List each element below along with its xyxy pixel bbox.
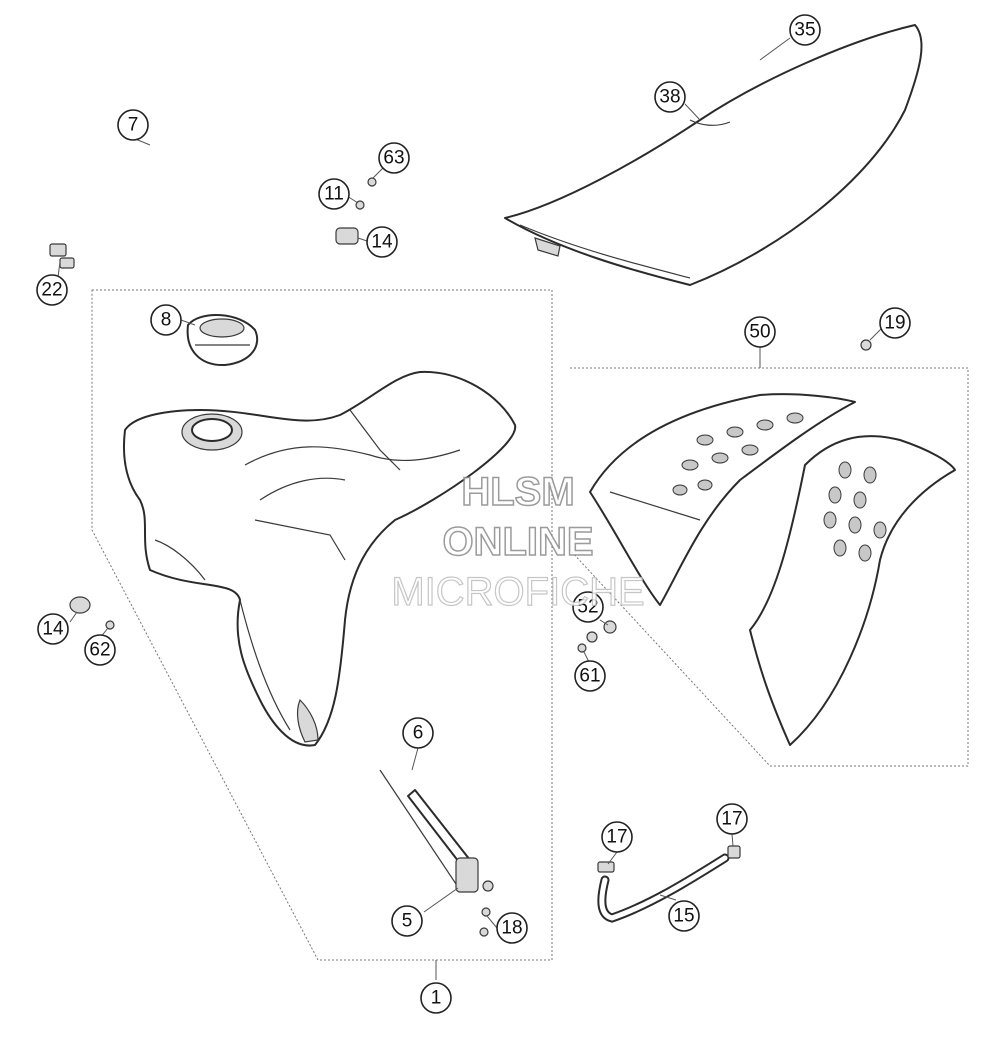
callout-50: 50 [744, 316, 776, 348]
svg-text:17: 17 [606, 827, 627, 848]
callout-35: 35 [789, 14, 821, 46]
svg-text:18: 18 [501, 918, 522, 939]
callout-17-left: 17 [601, 821, 633, 853]
callout-19: 19 [879, 307, 911, 339]
svg-text:14: 14 [371, 232, 393, 253]
callout-7: 7 [117, 109, 149, 141]
seat [504, 24, 923, 286]
callout-61: 61 [574, 660, 606, 692]
svg-text:35: 35 [794, 20, 815, 41]
svg-text:62: 62 [89, 640, 110, 661]
callout-14-left: 14 [37, 613, 69, 645]
fuel-tap-assembly [379, 769, 494, 937]
watermark-line-2: ONLINE [442, 520, 593, 564]
watermark: HLSM ONLINE MICROFICHE [391, 469, 646, 614]
callout-63: 63 [378, 142, 410, 174]
callout-62: 62 [84, 634, 116, 666]
fuel-tank [122, 370, 517, 747]
svg-text:22: 22 [41, 280, 62, 301]
callout-5: 5 [391, 905, 423, 937]
callout-18: 18 [496, 912, 528, 944]
callout-1: 1 [420, 982, 452, 1014]
svg-text:7: 7 [128, 115, 139, 136]
callout-38: 38 [654, 81, 686, 113]
hose-clip [49, 243, 75, 269]
svg-text:50: 50 [749, 322, 770, 343]
callout-52: 52 [572, 591, 604, 623]
svg-text:15: 15 [673, 906, 694, 927]
svg-text:6: 6 [413, 723, 424, 744]
svg-text:38: 38 [659, 87, 680, 108]
svg-text:14: 14 [42, 619, 64, 640]
svg-text:61: 61 [579, 666, 600, 687]
shroud-screw-and-collar [577, 620, 617, 653]
svg-text:1: 1 [431, 988, 442, 1009]
watermark-line-3: MICROFICHE [391, 570, 644, 614]
shroud-group-outline [569, 367, 969, 767]
callout-8: 8 [150, 304, 182, 336]
bushing-and-screw-left [69, 596, 115, 630]
left-radiator-shroud [589, 393, 856, 606]
svg-text:8: 8 [161, 310, 172, 331]
fuel-hose [597, 845, 741, 923]
callout-11: 11 [318, 178, 350, 210]
watermark-line-1: HLSM [461, 470, 574, 514]
screw-washer-bushing [335, 177, 377, 245]
svg-text:63: 63 [383, 148, 404, 169]
callout-17-right: 17 [716, 803, 748, 835]
callout-14-top: 14 [366, 226, 398, 258]
shroud-screw-19 [860, 339, 872, 351]
svg-text:52: 52 [577, 597, 598, 618]
callout-6: 6 [402, 717, 434, 749]
svg-text:11: 11 [324, 184, 344, 205]
svg-text:5: 5 [402, 911, 413, 932]
fuel-cap [186, 314, 259, 367]
svg-text:19: 19 [884, 313, 905, 334]
callout-15: 15 [668, 900, 700, 932]
breather-hose [86, 125, 220, 246]
callout-22: 22 [36, 274, 68, 306]
leader-lines [57, 37, 882, 980]
tank-group-outline [91, 289, 553, 961]
svg-text:17: 17 [721, 809, 742, 830]
right-radiator-shroud [749, 435, 956, 746]
